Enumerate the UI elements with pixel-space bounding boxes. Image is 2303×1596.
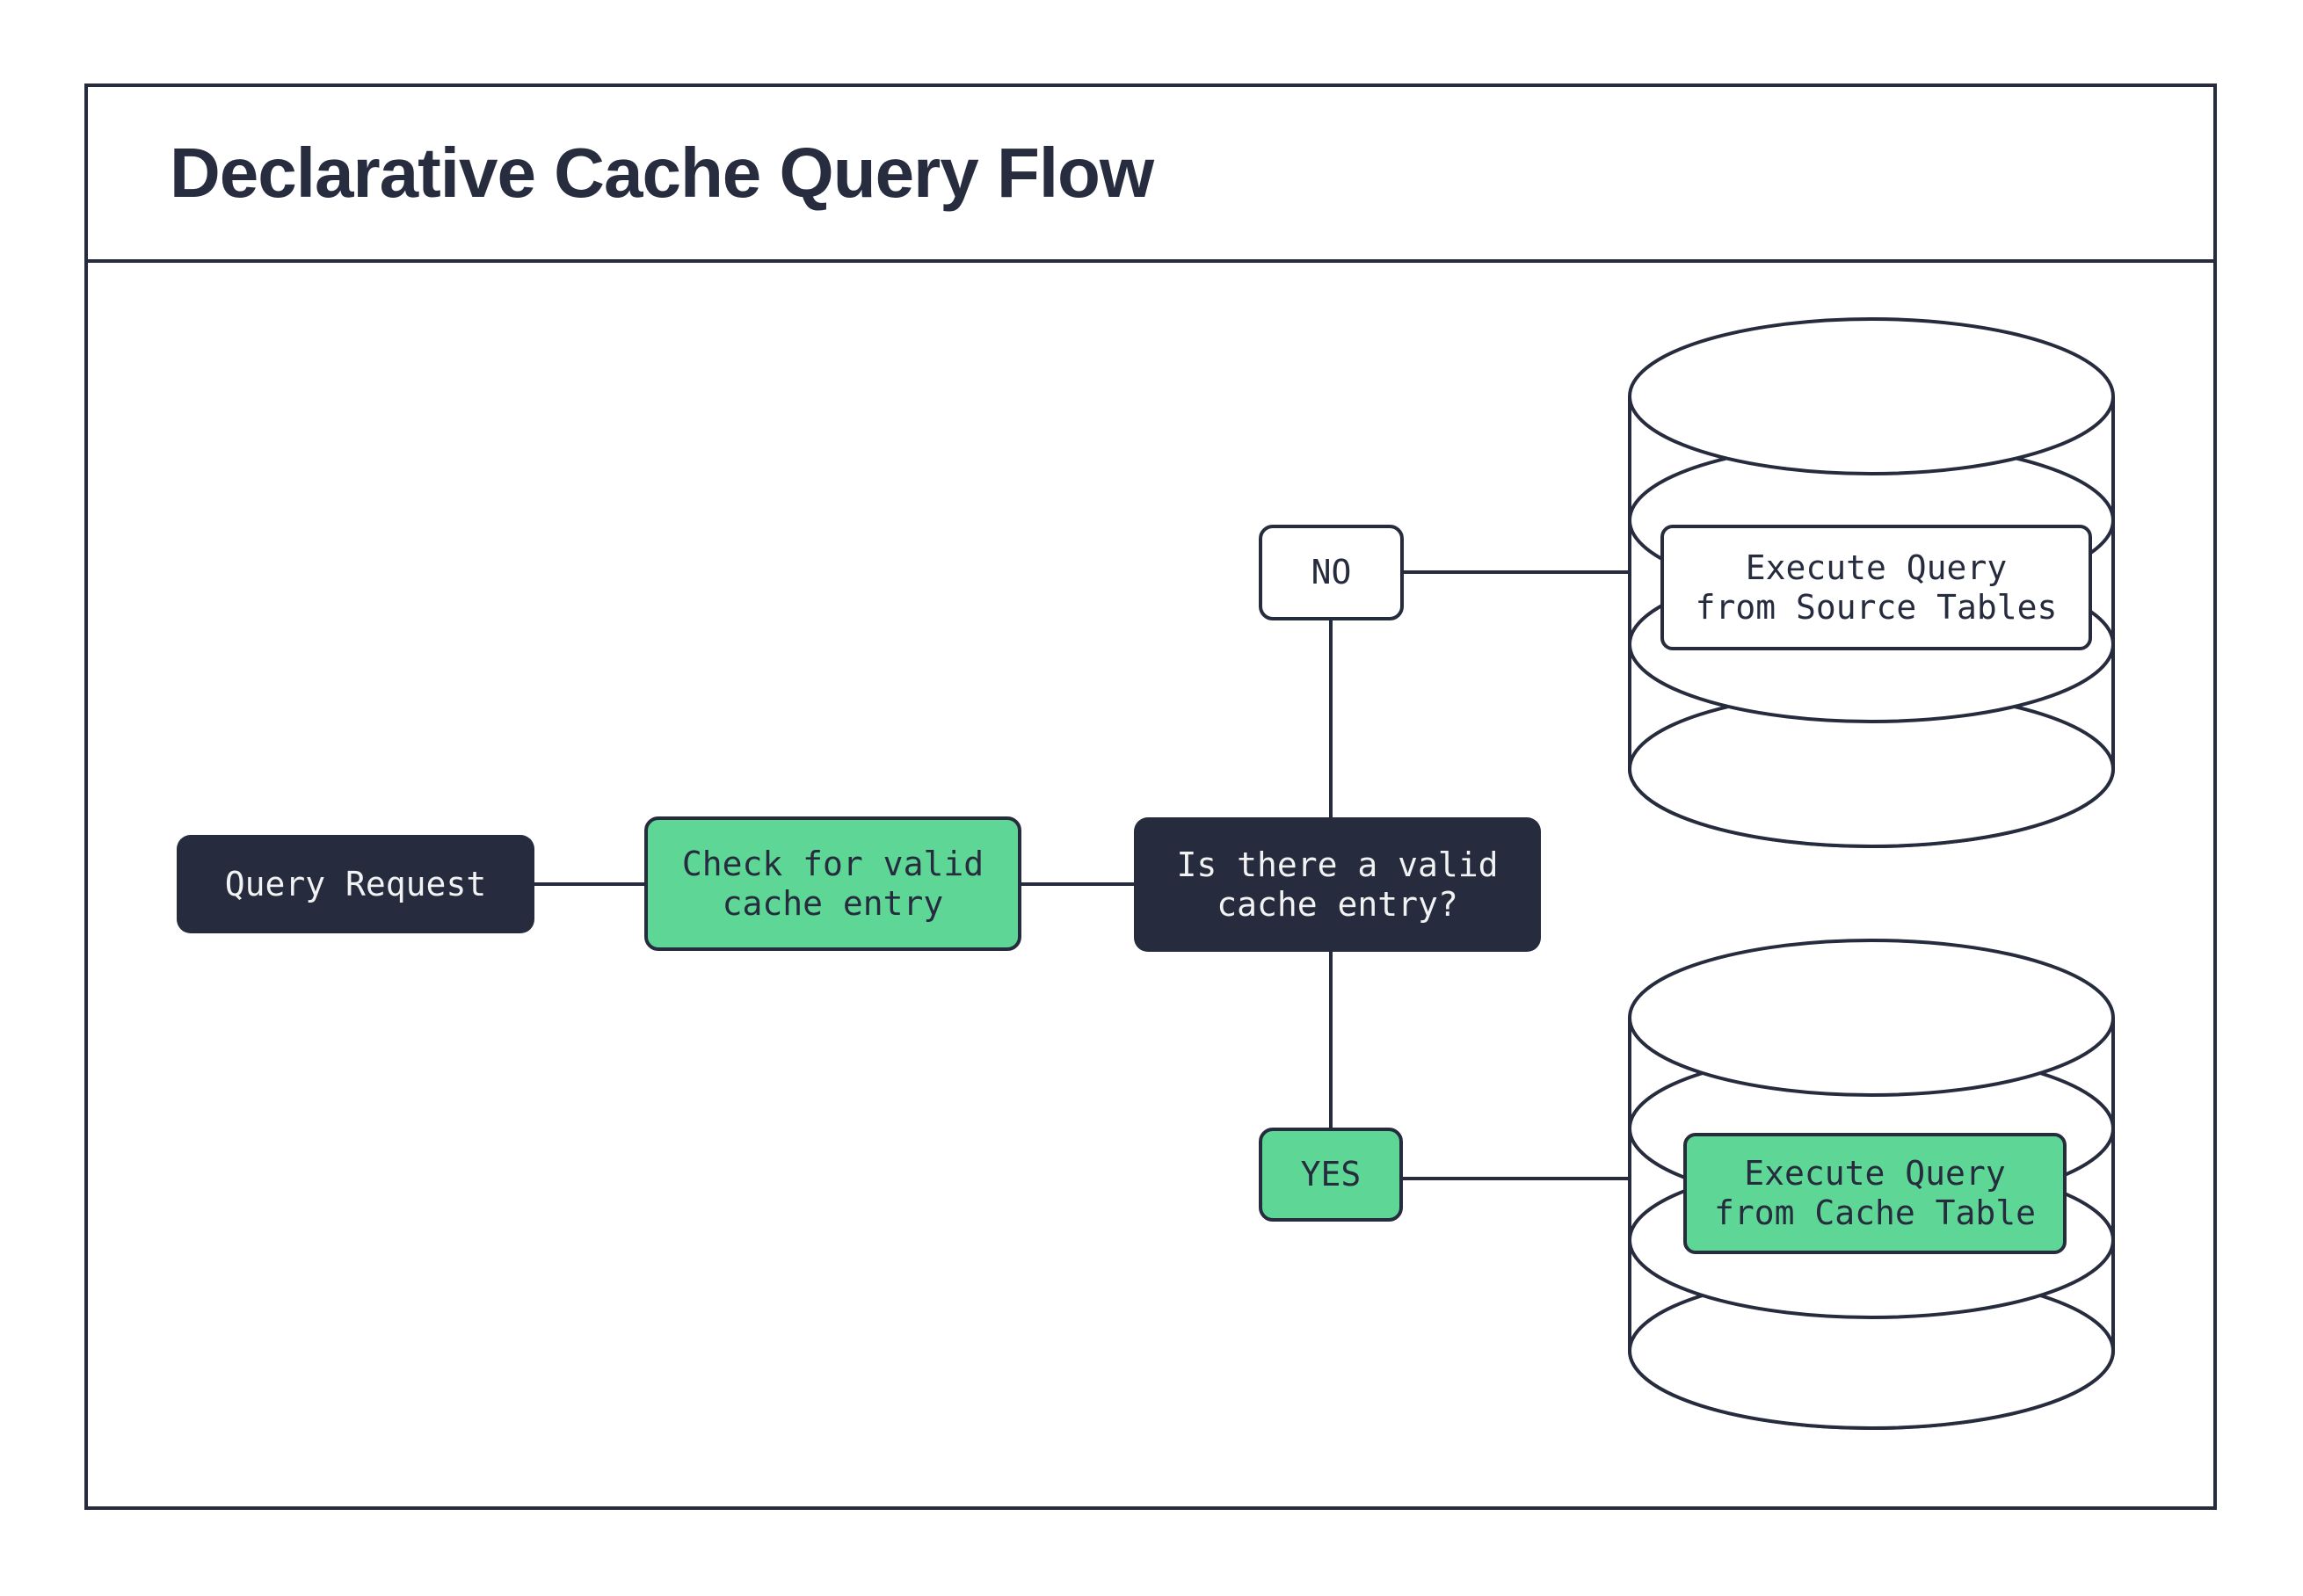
page-title: Declarative Cache Query Flow — [170, 134, 1154, 212]
node-query-request: Query Request — [177, 835, 534, 933]
node-execute-cache-table: Execute Query from Cache Table — [1683, 1133, 2067, 1254]
node-yes-branch: YES — [1259, 1128, 1403, 1222]
node-no-branch: NO — [1259, 525, 1404, 620]
diagram-header: Declarative Cache Query Flow — [88, 87, 2213, 263]
node-execute-source-tables: Execute Query from Source Tables — [1660, 525, 2092, 650]
node-decision: Is there a valid cache entry? — [1134, 817, 1541, 952]
node-check-cache: Check for valid cache entry — [644, 816, 1021, 951]
